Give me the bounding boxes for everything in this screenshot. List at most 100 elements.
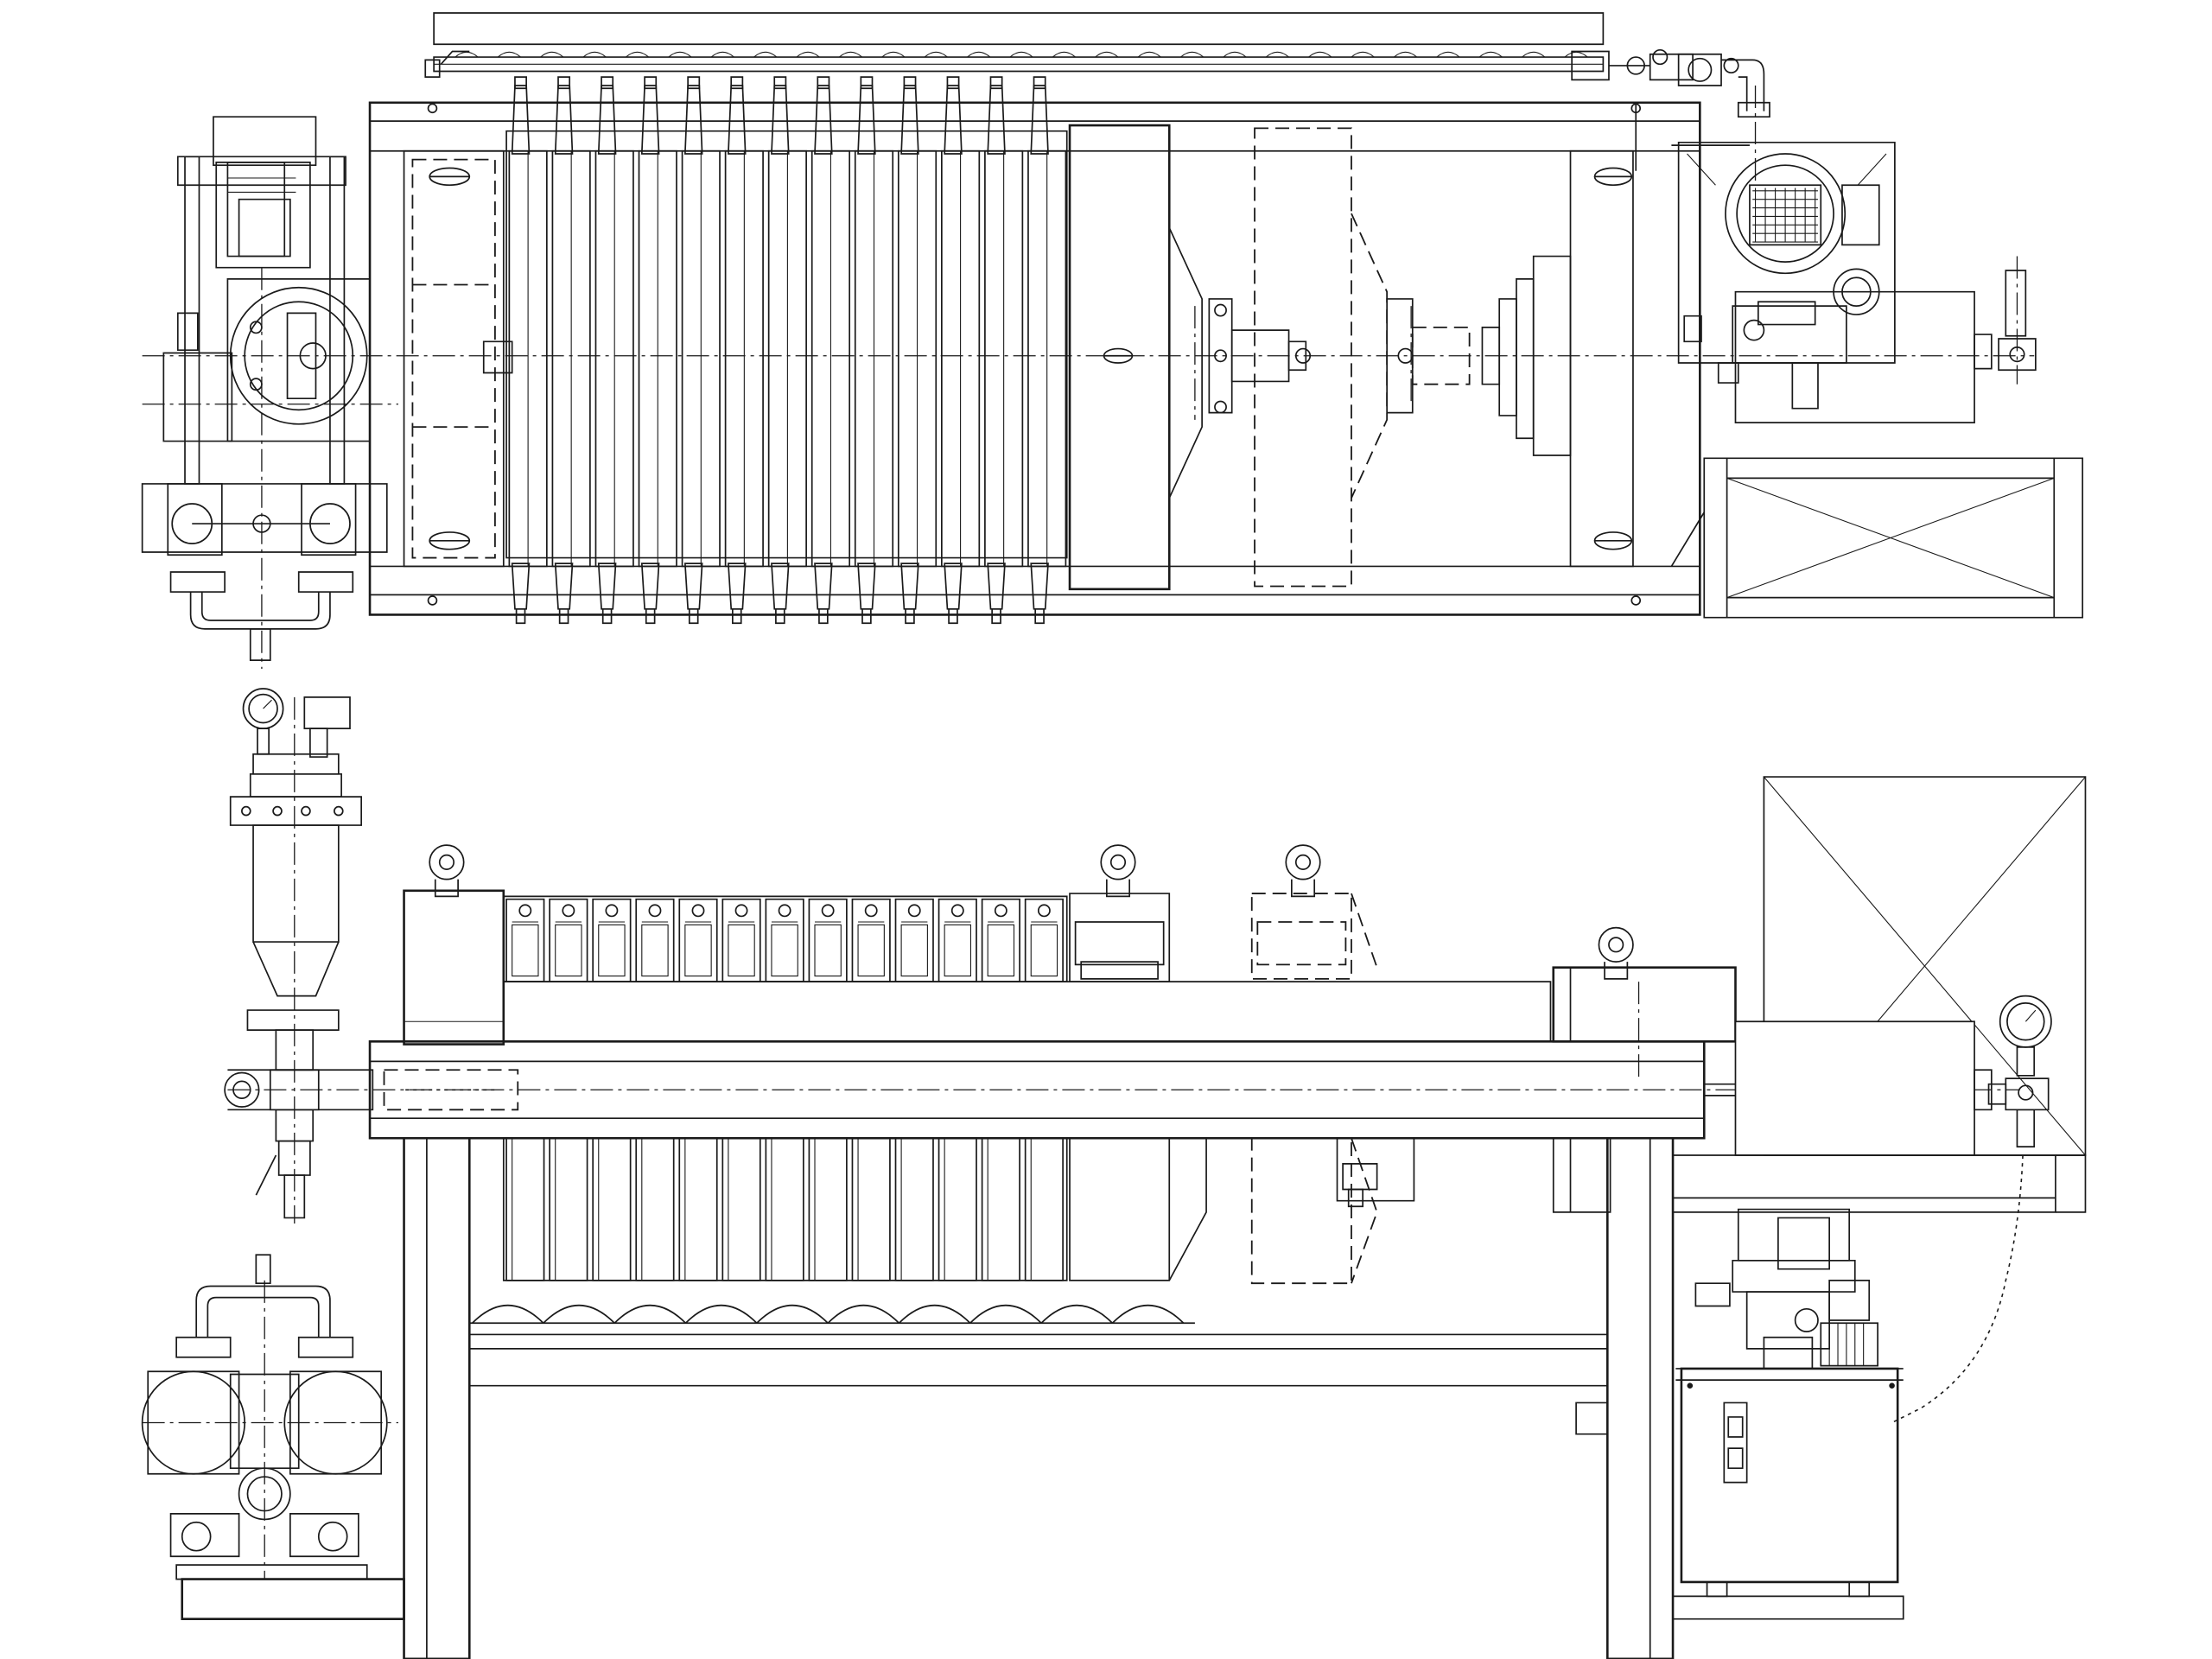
plate-frame xyxy=(685,925,711,976)
plate-frame xyxy=(599,925,625,976)
handle-cap xyxy=(601,77,613,88)
side-handle-top xyxy=(944,86,962,154)
plate-frame xyxy=(1031,925,1057,976)
head-plate xyxy=(404,104,512,604)
handle-tip xyxy=(560,609,569,623)
manifold-bump xyxy=(754,52,777,57)
front-plate-bottom xyxy=(506,1138,543,1281)
plate-frame xyxy=(642,925,668,976)
front-plate-bottom xyxy=(636,1138,673,1281)
manifold-bump xyxy=(1180,52,1203,57)
handle-tip xyxy=(992,609,1001,623)
top-hydraulic-unit xyxy=(1679,143,2036,423)
handle-cap xyxy=(645,77,656,88)
manifold-bump xyxy=(967,52,989,57)
side-handle-bottom xyxy=(772,563,789,609)
handle-tip xyxy=(819,609,828,623)
handle-cap xyxy=(904,77,915,88)
side-handle-top xyxy=(556,86,573,154)
side-handle-top xyxy=(685,86,702,154)
motor-fan-grille-icon xyxy=(1752,188,1818,243)
front-plate-bottom xyxy=(1026,1138,1063,1281)
front-plate-top xyxy=(852,899,889,982)
handle-tip xyxy=(1035,609,1044,623)
side-handle-bottom xyxy=(815,563,832,609)
front-plate-top xyxy=(982,899,1020,982)
manifold-bump xyxy=(583,52,606,57)
front-view xyxy=(143,689,2086,1659)
manifold-bump xyxy=(1479,52,1502,57)
plate-lug xyxy=(735,905,747,916)
front-plate-top xyxy=(679,899,716,982)
side-handle-bottom xyxy=(901,563,918,609)
plate-frame xyxy=(728,925,754,976)
manifold-bump xyxy=(1565,52,1587,57)
manifold-bump xyxy=(1138,52,1160,57)
side-handle-bottom xyxy=(512,563,530,609)
manifold-bump xyxy=(1266,52,1288,57)
handle-tip xyxy=(949,609,957,623)
plate-lug xyxy=(1039,905,1050,916)
front-plate-bottom xyxy=(550,1138,587,1281)
plate-lug xyxy=(995,905,1007,916)
side-handle-bottom xyxy=(1031,563,1048,609)
plate-lug xyxy=(692,905,703,916)
side-handle-top xyxy=(815,86,832,154)
handle-tip xyxy=(862,609,871,623)
handle-tip xyxy=(517,609,525,623)
manifold-bump xyxy=(797,52,819,57)
front-plate-top xyxy=(939,899,976,982)
lifting-eye-icon xyxy=(1599,928,1633,963)
top-feed-pump xyxy=(143,117,398,669)
handle-cap xyxy=(817,77,829,88)
front-lower-plates xyxy=(504,1138,1067,1281)
front-plate-top xyxy=(1026,899,1063,982)
plate-lug xyxy=(519,905,531,916)
side-handle-top xyxy=(1031,86,1048,154)
lifting-eye-icon xyxy=(1101,845,1135,880)
front-plate-top xyxy=(506,899,543,982)
lifting-eye-icon xyxy=(429,845,464,880)
diaphragm-pump xyxy=(143,1255,404,1618)
manifold-bump xyxy=(711,52,734,57)
lifting-eye-hole xyxy=(440,855,454,869)
side-handle-bottom xyxy=(944,563,962,609)
front-plate-bottom xyxy=(809,1138,846,1281)
front-plate-top xyxy=(722,899,760,982)
lifting-eyes xyxy=(429,845,1633,979)
lifting-eye-stem xyxy=(1292,880,1314,897)
front-follower xyxy=(1070,893,1414,1283)
manifold-bump xyxy=(626,52,648,57)
plate-frame xyxy=(901,925,927,976)
side-handle-bottom xyxy=(858,563,875,609)
lifting-eye-icon xyxy=(1286,845,1320,880)
drip-tray-wave xyxy=(543,1306,614,1324)
manifold-bump xyxy=(882,52,905,57)
side-handle-bottom xyxy=(988,563,1005,609)
top-filter-plates xyxy=(506,77,1067,623)
front-pressure-gauge-right xyxy=(1892,996,2051,1423)
drip-tray-wave xyxy=(828,1306,899,1324)
plate-lug xyxy=(563,905,574,916)
lifting-eye-hole xyxy=(1111,855,1125,869)
side-handle-top xyxy=(988,86,1005,154)
handle-tip xyxy=(646,609,655,623)
manifold-bump xyxy=(925,52,947,57)
drip-tray-wave xyxy=(899,1306,969,1324)
manifold-bump xyxy=(1437,52,1459,57)
drip-tray-wave xyxy=(970,1306,1041,1324)
side-handle-top xyxy=(728,86,746,154)
handle-cap xyxy=(515,77,526,88)
drip-tray-wave xyxy=(757,1306,828,1324)
lifting-eye-hole xyxy=(1609,938,1623,951)
handle-tip xyxy=(690,609,698,623)
handle-cap xyxy=(1034,77,1046,88)
manifold-bump xyxy=(839,52,861,57)
plate-frame xyxy=(988,925,1014,976)
front-plate-bottom xyxy=(939,1138,976,1281)
plate-lug xyxy=(606,905,617,916)
manifold-bump xyxy=(1522,52,1545,57)
plate-lug xyxy=(823,905,834,916)
plate-frame xyxy=(858,925,884,976)
manifold-bump xyxy=(1010,52,1033,57)
